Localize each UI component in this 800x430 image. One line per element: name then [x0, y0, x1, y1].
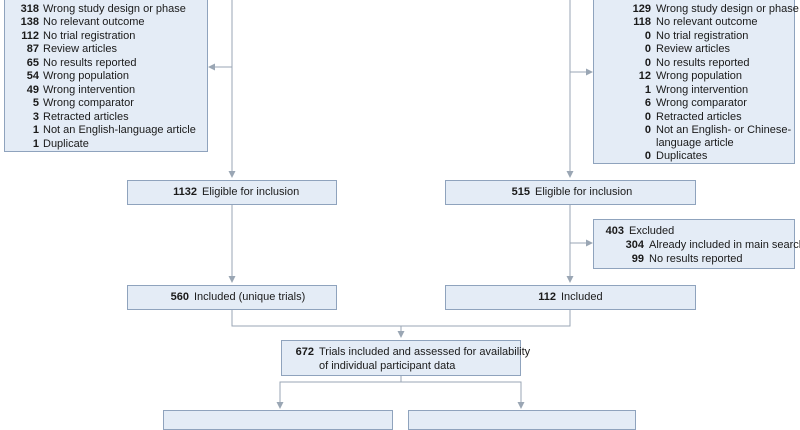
- exclusion-label: Wrong comparator: [43, 97, 134, 109]
- eligible-label: Eligible for inclusion: [202, 186, 300, 198]
- exclusion-label: Wrong study design or phase: [43, 3, 186, 15]
- connector-lines: [208, 0, 593, 409]
- exclusion-label: No trial registration: [43, 30, 136, 42]
- exclusion-label: Wrong intervention: [656, 84, 749, 96]
- exclusion-label: Not an English-language article: [43, 124, 196, 136]
- exclusion-count: 118: [633, 16, 651, 28]
- exclusion-count: 0: [644, 111, 651, 123]
- combined-count: 672: [295, 346, 314, 358]
- exclusion-label: Not an English- or Chinese-: [656, 124, 792, 136]
- exclusion-label: Already included in main search: [649, 239, 800, 251]
- exclusion-count: 87: [26, 43, 39, 55]
- exclusion-label: No results reported: [649, 253, 743, 265]
- right-excluded-box: 129 Wrong study design or phase 118 No rel…: [593, 0, 799, 164]
- left-eligible-box: 1132 Eligible for inclusion: [127, 180, 337, 205]
- exclusion-label: Wrong population: [656, 70, 743, 82]
- exclusion-count: 1: [32, 124, 39, 136]
- exclusion-label-line2: language article: [656, 137, 734, 149]
- exclusion-label: Duplicate: [43, 138, 89, 150]
- exclusion-count: 6: [644, 97, 651, 109]
- exclusion-count: 138: [20, 16, 39, 28]
- exclusion-count: 99: [631, 253, 644, 265]
- eligible-count: 515: [511, 186, 530, 198]
- exclusion-count: 0: [644, 43, 651, 55]
- exclusion-label: Wrong comparator: [656, 97, 747, 109]
- exclusion-label: No trial registration: [656, 30, 749, 42]
- exclusion-count: 129: [632, 3, 651, 15]
- included-label: Included: [561, 291, 603, 303]
- exclusion-count: 0: [644, 57, 651, 69]
- exclusion-count: 0: [644, 124, 651, 136]
- merge-line: [231, 310, 571, 327]
- exclusion-count: 54: [26, 70, 39, 82]
- split-line: [279, 381, 522, 395]
- bottom-left-box: [163, 410, 393, 430]
- exclusion-count: 304: [625, 239, 644, 251]
- left-excluded-box: 318 Wrong study design or phase 138 No rel…: [4, 0, 208, 152]
- included-label: Included (unique trials): [194, 291, 306, 303]
- right-eligible-box: 515 Eligible for inclusion: [445, 180, 696, 205]
- exclusion-label: Review articles: [43, 43, 117, 55]
- exclusion-count: 318: [20, 3, 39, 15]
- exclusion-label: Wrong study design or phase: [656, 3, 799, 15]
- excluded-total-label: Excluded: [629, 225, 675, 237]
- exclusion-label: Retracted articles: [43, 111, 129, 123]
- exclusion-count: 3: [32, 111, 39, 123]
- exclusion-label: No relevant outcome: [43, 16, 145, 28]
- exclusion-count: 0: [644, 30, 651, 42]
- eligible-count: 1132: [173, 186, 197, 198]
- exclusion-label: Duplicates: [656, 150, 708, 162]
- exclusion-count: 5: [32, 97, 39, 109]
- exclusion-label: No relevant outcome: [656, 16, 758, 28]
- exclusion-count: 0: [644, 150, 651, 162]
- eligible-label: Eligible for inclusion: [535, 186, 633, 198]
- bottom-right-box: [408, 410, 636, 430]
- exclusion-label: No results reported: [43, 57, 137, 69]
- combined-label: Trials included and assessed for availab…: [319, 346, 531, 358]
- exclusion-label: Retracted articles: [656, 111, 742, 123]
- left-included-box: 560 Included (unique trials): [127, 285, 337, 310]
- exclusion-label: Review articles: [656, 43, 730, 55]
- excluded-total-count: 403: [605, 225, 624, 237]
- exclusion-label: No results reported: [656, 57, 750, 69]
- included-count: 560: [170, 291, 189, 303]
- right-included-box: 112 Included: [445, 285, 696, 310]
- exclusion-count: 1: [32, 138, 39, 150]
- right-excluded2-box: 403 Excluded 304 Already included in main …: [593, 219, 800, 269]
- exclusion-label: Wrong population: [43, 70, 130, 82]
- exclusion-count: 112: [21, 30, 39, 42]
- exclusion-count: 1: [644, 84, 651, 96]
- exclusion-count: 12: [638, 70, 651, 82]
- combined-label-line2: of individual participant data: [319, 360, 456, 372]
- combined-box: 672 Trials included and assessed for avai…: [281, 340, 530, 376]
- exclusion-count: 49: [26, 84, 39, 96]
- exclusion-label: Wrong intervention: [43, 84, 136, 96]
- exclusion-count: 65: [26, 57, 39, 69]
- included-count: 112: [538, 291, 556, 303]
